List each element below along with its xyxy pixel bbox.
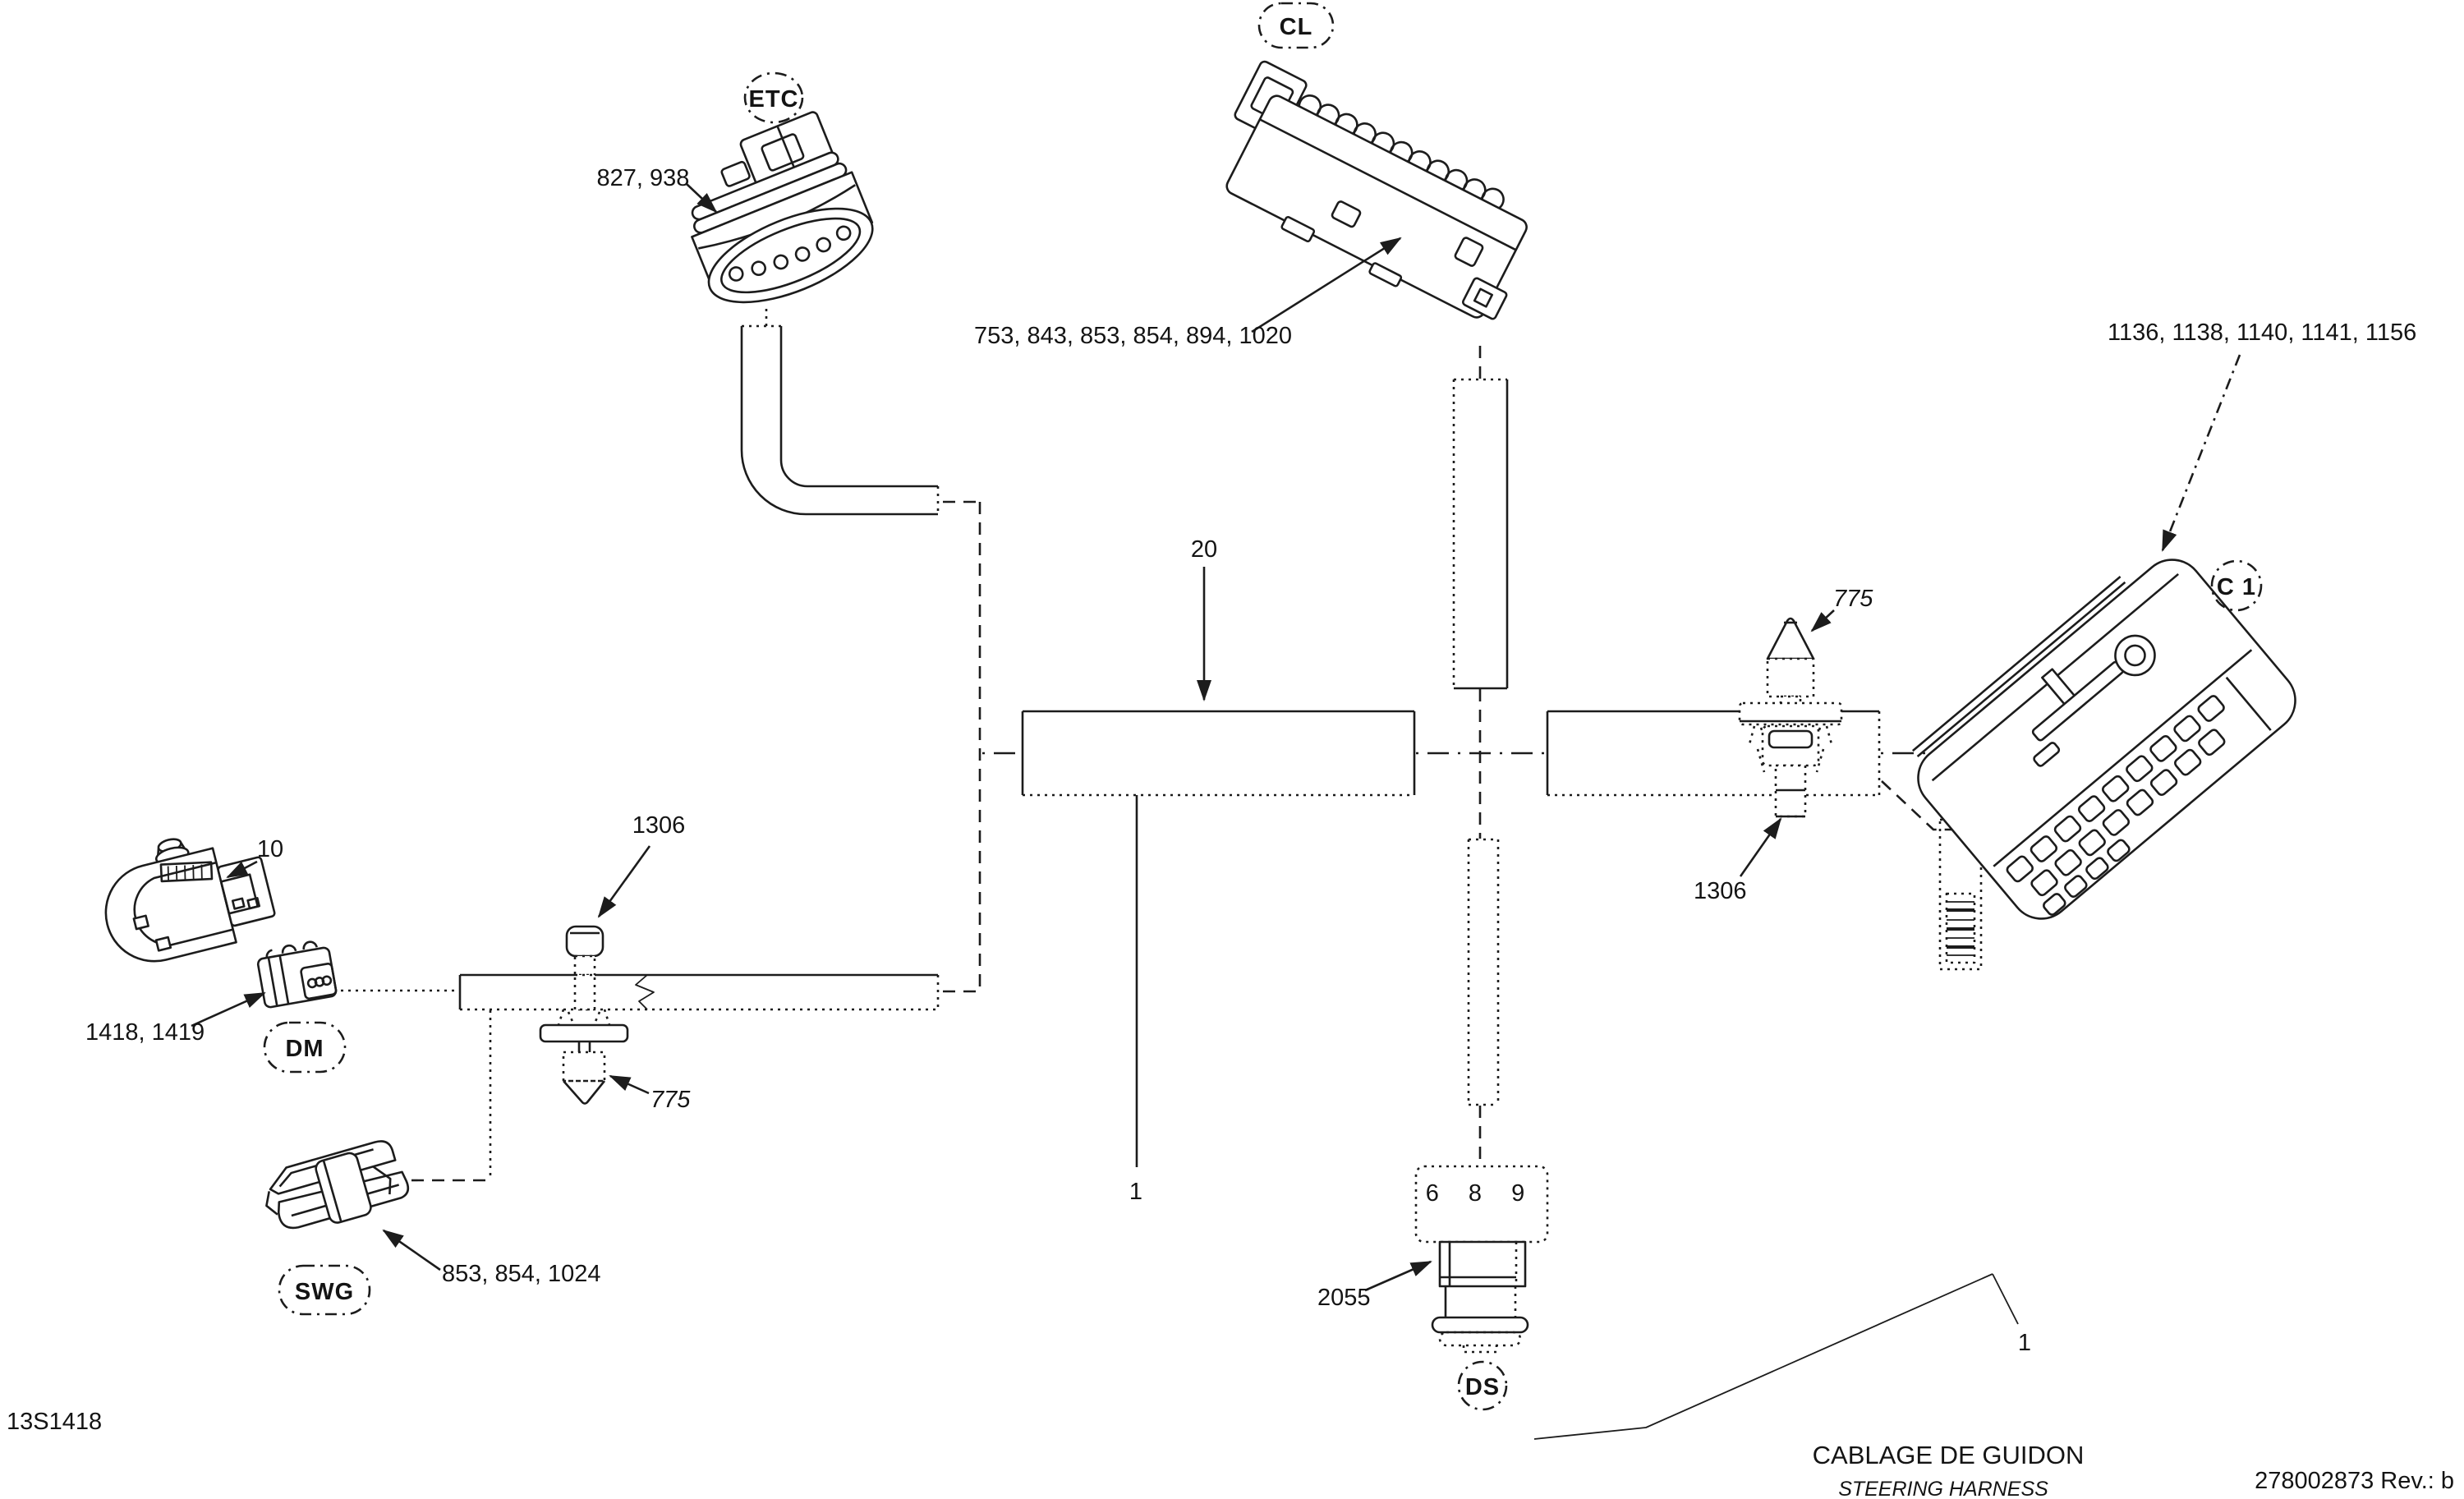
center-left-duct [1021, 710, 1416, 797]
balloon-cl-label: CL [1280, 14, 1313, 40]
label-dm-parts: 1418, 1419 [85, 1019, 205, 1046]
balloon-dm: DM [263, 1021, 347, 1074]
left-duct [458, 973, 940, 1011]
harness-diagonal-line [1533, 1273, 1993, 1440]
dm-connector-drawing [256, 940, 338, 1009]
balloon-c1: C 1 [2210, 559, 2263, 612]
ds-connector-drawing [1414, 1165, 1549, 1354]
label-clip-right: 1306 [1694, 878, 1747, 904]
c1-connector-drawing [1911, 559, 2296, 920]
label-ds-imprint: 6 8 9 [1426, 1180, 1537, 1207]
upper-duct [1452, 378, 1509, 690]
etc-connector-drawing [691, 111, 874, 304]
balloon-swg: SWG [278, 1264, 371, 1316]
label-switch-module: 10 [257, 836, 283, 862]
label-swg-parts: 853, 854, 1024 [442, 1261, 601, 1287]
title-english: STEERING HARNESS [1838, 1478, 2048, 1499]
etc-elbow-duct [740, 324, 940, 516]
label-etc-parts: 827, 938 [597, 165, 690, 191]
label-rivet-right: 775 [1833, 586, 1873, 612]
right-rivet-drawing [1738, 617, 1843, 818]
balloon-etc-label: ETC [749, 86, 799, 113]
left-rivet-drawing [539, 925, 629, 1105]
balloon-dm-label: DM [285, 1036, 324, 1062]
label-clip-left: 1306 [632, 812, 686, 839]
label-rivet-left: 775 [650, 1087, 691, 1113]
harness-segment-boxes [458, 324, 2019, 1440]
title-french: CABLAGE DE GUIDON [1813, 1441, 2085, 1469]
label-harness-right: 1 [2018, 1330, 2031, 1356]
leader-lines [191, 183, 2241, 1292]
balloon-ds: DS [1457, 1360, 1508, 1411]
label-c1-parts: 1136, 1138, 1140, 1141, 1156 [2108, 320, 2416, 346]
lower-duct [1467, 838, 1500, 1106]
balloon-etc: ETC [743, 71, 804, 124]
balloon-c1-label: C 1 [2217, 574, 2256, 600]
break-symbol [635, 974, 655, 1010]
sheet-code: 13S1418 [7, 1409, 102, 1435]
document-number: 278002873 Rev.: b [2255, 1468, 2454, 1494]
cl-connector-drawing [1225, 60, 1528, 320]
balloon-cl: CL [1257, 2, 1335, 49]
label-harness-left: 1 [1129, 1179, 1142, 1205]
swg-clip-drawing [265, 1140, 410, 1230]
harness-leader [1992, 1273, 2019, 1325]
marker-tag [1938, 818, 1983, 971]
label-harness-segment: 20 [1191, 536, 1217, 563]
label-cl-parts: 753, 843, 853, 854, 894, 1020 [974, 323, 1292, 349]
switch-module-drawing [104, 838, 276, 963]
label-ds-parts: 2055 [1317, 1285, 1371, 1311]
balloon-swg-label: SWG [295, 1279, 354, 1305]
balloon-ds-label: DS [1465, 1374, 1500, 1400]
